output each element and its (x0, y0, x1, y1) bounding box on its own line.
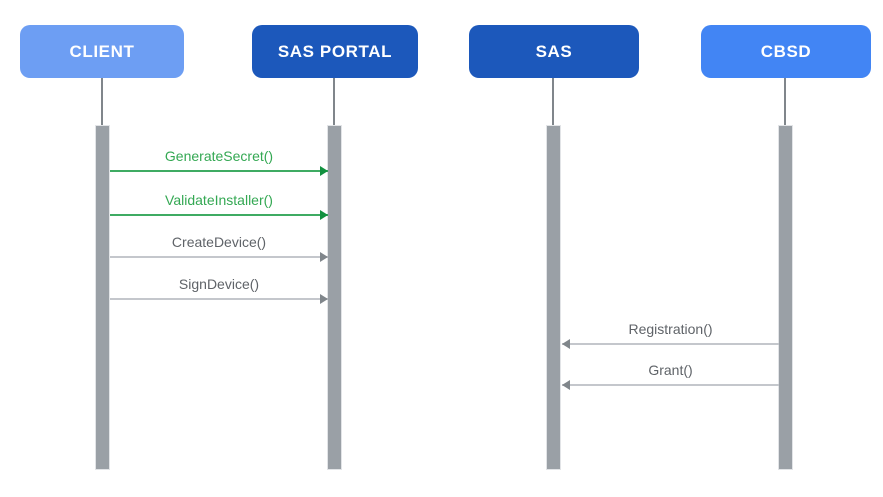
activation-bar-cbsd (778, 125, 793, 470)
message-arrow-line (562, 339, 779, 349)
message-create-device: CreateDevice() (110, 232, 328, 262)
arrowhead-right-icon (320, 166, 328, 176)
lifeline-client (101, 78, 103, 125)
actor-box-client: CLIENT (20, 25, 184, 78)
message-arrow-line (110, 252, 328, 262)
message-label: SignDevice() (178, 276, 260, 292)
activation-bar-client (95, 125, 110, 470)
actor-box-sas: SAS (469, 25, 639, 78)
message-generate-secret: GenerateSecret() (110, 146, 328, 176)
arrowhead-left-icon (562, 380, 570, 390)
arrowhead-right-icon (320, 252, 328, 262)
message-label: Grant() (648, 362, 693, 378)
lifeline-sas (552, 78, 554, 125)
message-sign-device: SignDevice() (110, 274, 328, 304)
message-arrow-line (562, 380, 779, 390)
lifeline-sas-portal (333, 78, 335, 125)
message-validate-installer: ValidateInstaller() (110, 190, 328, 220)
arrowhead-right-icon (320, 294, 328, 304)
message-label: Registration() (628, 321, 713, 337)
message-registration: Registration() (562, 319, 779, 349)
actor-box-sas-portal: SAS PORTAL (252, 25, 418, 78)
message-label: CreateDevice() (171, 234, 267, 250)
message-arrow-line (110, 166, 328, 176)
message-arrow-line (110, 210, 328, 220)
message-label: GenerateSecret() (164, 148, 274, 164)
lifeline-cbsd (784, 78, 786, 125)
message-label: ValidateInstaller() (165, 192, 273, 208)
message-arrow-line (110, 294, 328, 304)
actor-box-cbsd: CBSD (701, 25, 871, 78)
message-grant: Grant() (562, 360, 779, 390)
arrowhead-left-icon (562, 339, 570, 349)
activation-bar-sas (546, 125, 561, 470)
activation-bar-sas-portal (327, 125, 342, 470)
arrowhead-right-icon (320, 210, 328, 220)
